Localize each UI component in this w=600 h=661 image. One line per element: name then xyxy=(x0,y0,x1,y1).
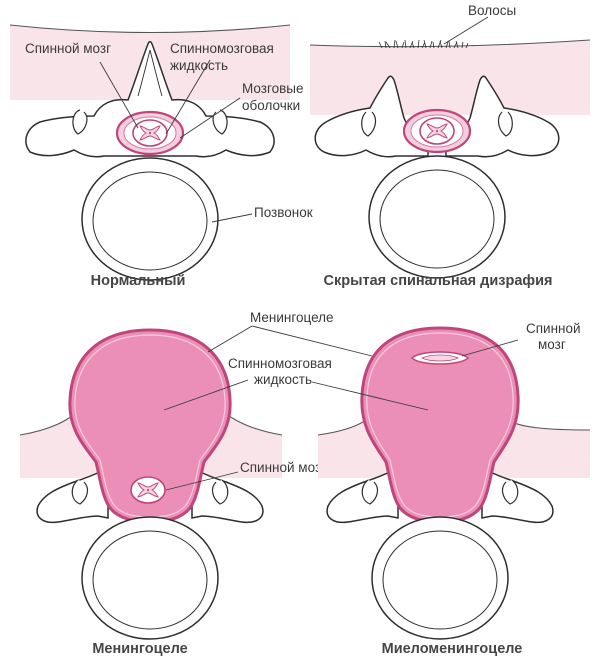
label-hair: Волосы xyxy=(468,3,516,18)
panel-normal: Спинной мозг Спинномозговая жидкость Моз… xyxy=(10,25,313,289)
title-normal: Нормальный xyxy=(91,273,186,289)
vertebral-body xyxy=(82,517,218,639)
title-occulta: Скрытая спинальная дизрафия xyxy=(324,273,553,289)
spinal-cord-cross-section xyxy=(420,118,454,144)
vertebral-body xyxy=(82,158,218,280)
label-csf-line2: жидкость xyxy=(170,58,228,73)
label-meningocele: Менингоцеле xyxy=(250,310,334,325)
label-csf-line1: Спинномозговая xyxy=(170,41,274,56)
title-myelomeningocele: Миеломенингоцеле xyxy=(382,641,523,657)
label-meninges-line1: Мозговые xyxy=(242,81,303,96)
label-spinal-cord-line2: мозг xyxy=(538,337,566,352)
skin-tissue-band xyxy=(310,40,590,115)
neural-placode xyxy=(412,352,468,364)
label-csf-line1: Спинномозговая xyxy=(228,356,332,371)
title-meningocele: Менингоцеле xyxy=(92,641,187,657)
label-spinal-cord-line1: Спинной xyxy=(526,321,581,336)
label-csf-line2: жидкость xyxy=(254,372,312,387)
panel-meningocele: Менингоцеле Спинномозговая жидкость Спин… xyxy=(20,310,334,657)
label-meninges-line2: оболочки xyxy=(242,98,300,113)
panel-occulta: Волосы Скрытая спинальная дизрафия xyxy=(310,3,590,289)
vertebral-body xyxy=(372,517,508,639)
spinal-cord-cross-section xyxy=(131,477,165,503)
label-vertebra: Позвонок xyxy=(254,205,313,220)
vertebral-body xyxy=(369,156,505,278)
label-spinal-cord: Спинной мозг xyxy=(240,460,326,475)
label-spinal-cord: Спинной мозг xyxy=(25,41,111,56)
spinal-cord-cross-section xyxy=(133,120,167,146)
